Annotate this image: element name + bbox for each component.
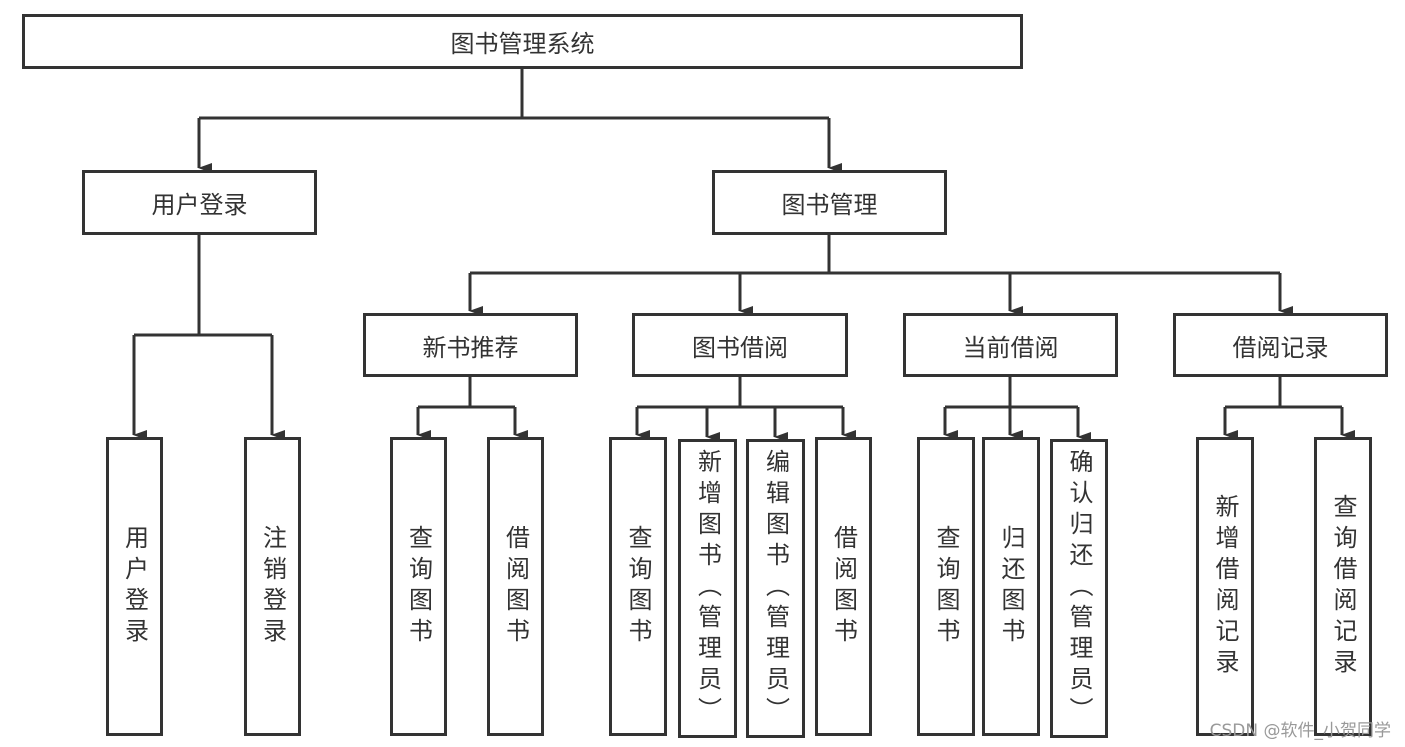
leaf-label: 新增图书（管理员） <box>693 449 722 728</box>
leaf-label: 查询借阅记录 <box>1329 493 1357 680</box>
node-borrow-records: 借阅记录 <box>1173 313 1388 377</box>
leaf-label: 借阅图书 <box>501 524 530 649</box>
watermark: CSDN @软件_小贺同学 <box>1209 721 1391 741</box>
node-label: 图书借阅 <box>692 333 788 362</box>
node-root: 图书管理系统 <box>22 14 1023 69</box>
node-label: 用户登录 <box>151 191 248 219</box>
leaf-label: 归还图书 <box>997 524 1025 649</box>
leaf-query-books: 查询图书 <box>609 437 667 736</box>
leaf-label: 查询图书 <box>624 524 652 649</box>
node-book-borrow: 图书借阅 <box>632 313 848 377</box>
node-book-management: 图书管理 <box>712 170 947 235</box>
leaf-label: 查询图书 <box>404 524 433 649</box>
node-label: 借阅记录 <box>1232 333 1329 362</box>
node-new-books: 新书推荐 <box>363 313 578 377</box>
leaf-label: 用户登录 <box>120 524 149 649</box>
leaf-label: 注销登录 <box>258 524 287 649</box>
leaf-user-login: 用户登录 <box>106 437 163 736</box>
leaf-borrow-books: 借阅图书 <box>487 437 544 736</box>
leaf-label: 查询图书 <box>932 524 960 649</box>
leaf-edit-book-admin: 编辑图书（管理员） <box>746 439 805 738</box>
leaf-label: 借阅图书 <box>829 524 858 649</box>
node-label: 图书管理系统 <box>450 30 595 58</box>
leaf-return-books: 归还图书 <box>982 437 1040 736</box>
node-label: 新书推荐 <box>422 333 519 362</box>
leaf-query-borrow-records: 查询借阅记录 <box>1314 437 1372 736</box>
node-user-login: 用户登录 <box>82 170 317 235</box>
node-label: 当前借阅 <box>962 333 1059 362</box>
leaf-add-book-admin: 新增图书（管理员） <box>678 439 737 738</box>
leaf-label: 确认归还（管理员） <box>1065 449 1093 728</box>
leaf-query-books: 查询图书 <box>917 437 975 736</box>
node-label: 图书管理 <box>781 191 878 219</box>
leaf-confirm-return-admin: 确认归还（管理员） <box>1050 439 1108 738</box>
leaf-label: 编辑图书（管理员） <box>761 449 790 728</box>
leaf-borrow-books: 借阅图书 <box>815 437 872 736</box>
leaf-label: 新增借阅记录 <box>1211 493 1239 680</box>
leaf-logout: 注销登录 <box>244 437 301 736</box>
node-current-borrow: 当前借阅 <box>903 313 1118 377</box>
leaf-query-books: 查询图书 <box>390 437 447 736</box>
leaf-add-borrow-record: 新增借阅记录 <box>1196 437 1254 736</box>
